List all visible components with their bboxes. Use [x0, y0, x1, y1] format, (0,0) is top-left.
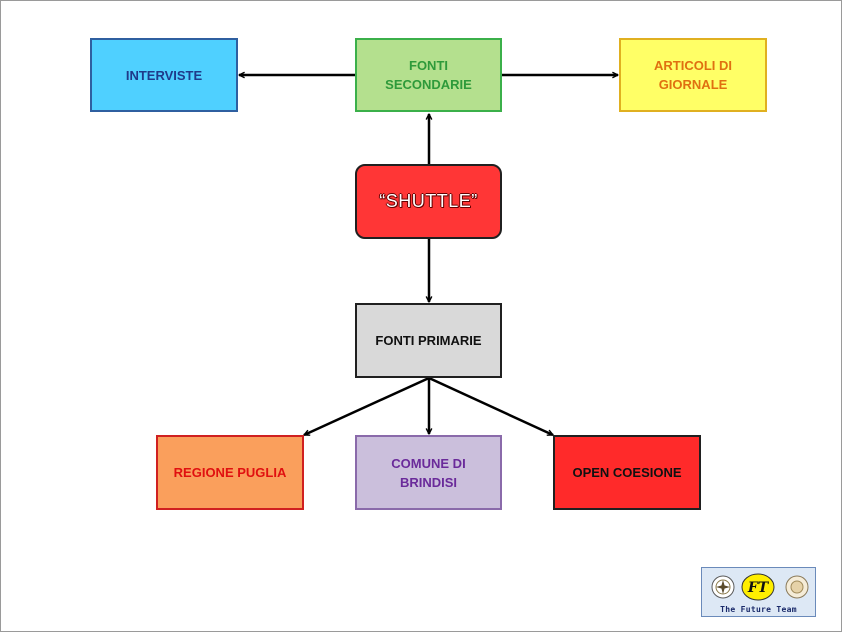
logo-emblems: FT	[711, 573, 809, 601]
node-open-coesione: OPEN COESIONE	[553, 435, 701, 510]
node-open-label: OPEN COESIONE	[572, 465, 682, 480]
node-fonti-primarie-label: FONTI PRIMARIE	[375, 333, 482, 348]
node-comune-di-brindisi: COMUNE DI BRINDISI	[355, 435, 502, 510]
node-articoli-di-giornale: ARTICOLI DI GIORNALE	[619, 38, 767, 112]
node-regione-label: REGIONE PUGLIA	[173, 465, 287, 480]
node-shuttle: “SHUTTLE”	[355, 164, 502, 239]
arrow-to-open	[428, 376, 553, 437]
node-regione-puglia: REGIONE PUGLIA	[156, 435, 304, 510]
node-fonti-primarie: FONTI PRIMARIE	[355, 303, 502, 378]
node-articoli-label: ARTICOLI DI GIORNALE	[654, 58, 732, 92]
node-shuttle-label: “SHUTTLE”	[379, 191, 478, 211]
future-team-logo: FT The Future Team	[701, 567, 816, 617]
node-comune-label: COMUNE DI BRINDISI	[391, 455, 466, 490]
node-fonti-secondarie-label: FONTI SECONDARIE	[385, 58, 472, 92]
logo-caption: The Future Team	[720, 605, 797, 614]
node-fonti-secondarie: FONTI SECONDARIE	[355, 38, 502, 112]
ft-badge-text: FT	[747, 580, 770, 596]
ft-badge-icon	[741, 573, 775, 601]
node-interviste: INTERVISTE	[90, 38, 238, 112]
node-interviste-label: INTERVISTE	[125, 67, 203, 83]
arrow-to-regione	[304, 376, 430, 437]
